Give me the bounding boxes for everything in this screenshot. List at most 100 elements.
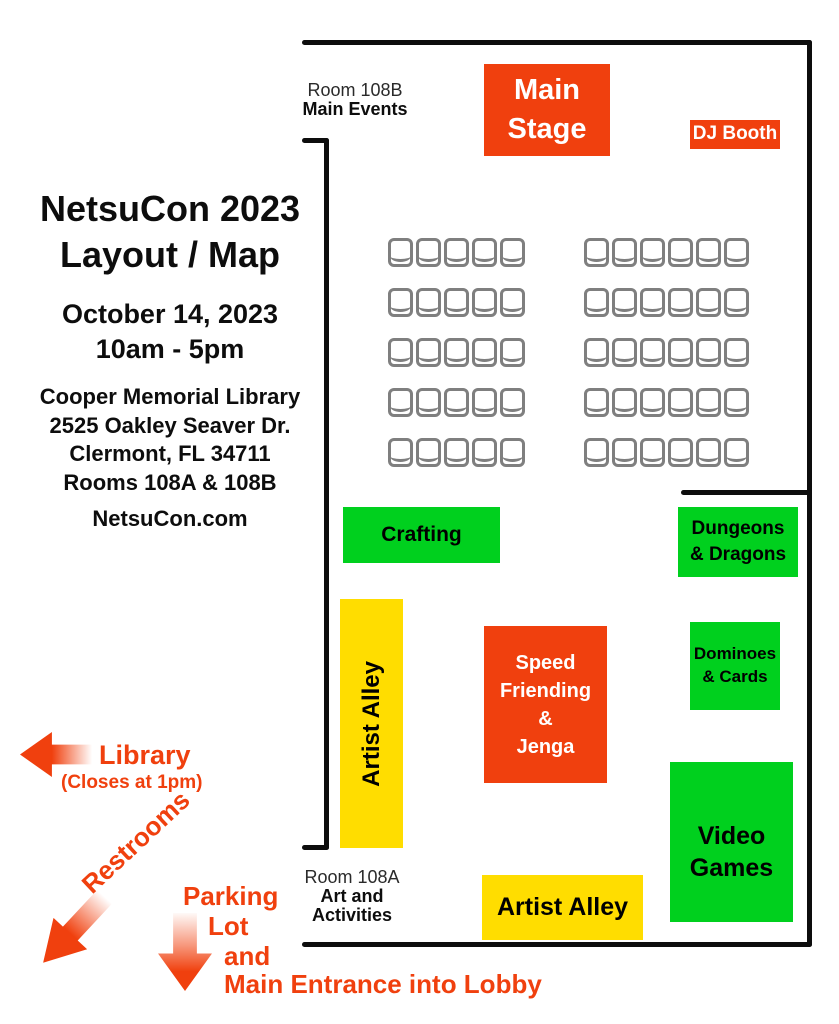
dominoes-label-line2: & Cards: [702, 667, 768, 686]
chair-icon: [668, 288, 693, 317]
chair-icon: [416, 238, 441, 267]
chair-icon: [444, 288, 469, 317]
main-stage-area: Main Stage: [484, 64, 610, 156]
chair-icon: [388, 438, 413, 467]
chair-icon: [472, 238, 497, 267]
wall-left-stub-top: [302, 138, 329, 143]
library-label: Library: [99, 740, 191, 770]
chair-icon: [444, 388, 469, 417]
chair-icon: [640, 338, 665, 367]
chair-icon: [584, 338, 609, 367]
chair-icon: [500, 438, 525, 467]
chair-icon: [416, 288, 441, 317]
chair-icon: [444, 238, 469, 267]
chair-icon: [388, 238, 413, 267]
room-108a-desc: Art and Activities: [311, 886, 393, 926]
chair-icon: [388, 388, 413, 417]
library-note: (Closes at 1pm): [61, 772, 203, 793]
chair-icon: [472, 388, 497, 417]
video-games-area: Video Games: [670, 762, 793, 922]
chair-icon: [612, 438, 637, 467]
entrance-label: Main Entrance into Lobby: [224, 969, 542, 999]
speed-friending-area: Speed Friending & Jenga: [484, 626, 607, 783]
parking-label-line1: Parking: [183, 881, 279, 911]
artist-alley-vertical-area: Artist Alley: [340, 599, 403, 848]
chair-icon: [696, 238, 721, 267]
chair-icon: [696, 338, 721, 367]
dungeons-label-line1: Dungeons: [691, 518, 785, 540]
chair-icon: [724, 388, 749, 417]
chair-icon: [500, 288, 525, 317]
chair-icon: [388, 338, 413, 367]
chair-icon: [696, 388, 721, 417]
parking-label-line3: and: [224, 941, 271, 971]
chair-icon: [724, 438, 749, 467]
chair-icon: [472, 288, 497, 317]
venue-name: Cooper Memorial Library: [39, 384, 301, 409]
event-title-line1: NetsuCon 2023: [39, 188, 301, 229]
wall-room-divider: [681, 490, 812, 495]
chair-icon: [416, 438, 441, 467]
video-games-label: Video Games: [689, 821, 774, 883]
dungeons-dragons-area: Dungeons & Dragons: [678, 507, 798, 577]
chair-icon: [668, 438, 693, 467]
event-title-line2: Layout / Map: [59, 234, 280, 276]
chair-icon: [444, 438, 469, 467]
event-date: October 14, 2023: [61, 299, 279, 329]
chair-icon: [696, 438, 721, 467]
library-arrow-icon: [20, 732, 96, 777]
speed-label-line4: Jenga: [516, 735, 575, 758]
dominoes-label-line1: Dominoes: [693, 644, 777, 664]
chair-icon: [500, 238, 525, 267]
room-108a-label: Room 108A Art and Activities: [303, 867, 401, 926]
wall-top: [302, 40, 812, 45]
chair-icon: [584, 438, 609, 467]
crafting-area: Crafting: [343, 507, 500, 563]
chair-icon: [584, 238, 609, 267]
artist-alley-vertical-label: Artist Alley: [357, 660, 385, 787]
main-stage-label: Main Stage: [507, 73, 587, 145]
chair-icon: [724, 238, 749, 267]
website: NetsuCon.com: [92, 506, 248, 531]
seating-right-block: [584, 238, 749, 467]
chair-icon: [640, 438, 665, 467]
event-datetime: October 14, 2023 10am - 5pm: [25, 297, 315, 367]
chair-icon: [584, 388, 609, 417]
artist-alley-bottom-label: Artist Alley: [496, 893, 629, 922]
wall-bottom: [302, 942, 812, 947]
event-time: 10am - 5pm: [95, 334, 245, 365]
chair-icon: [500, 338, 525, 367]
venue-address: Cooper Memorial Library 2525 Oakley Seav…: [25, 383, 315, 497]
dj-booth-area: DJ Booth: [690, 120, 780, 149]
room-108a-number: Room 108A: [304, 867, 400, 887]
chair-icon: [696, 288, 721, 317]
chair-icon: [500, 388, 525, 417]
chair-icon: [612, 338, 637, 367]
chair-icon: [472, 338, 497, 367]
dominoes-cards-area: Dominoes & Cards: [690, 622, 780, 710]
chair-icon: [724, 338, 749, 367]
chair-icon: [472, 438, 497, 467]
chair-icon: [612, 288, 637, 317]
speed-label-line2: Friending: [499, 679, 592, 702]
chair-icon: [724, 288, 749, 317]
chair-icon: [584, 288, 609, 317]
dj-booth-label: DJ Booth: [692, 123, 778, 145]
room-108b-desc: Main Events: [302, 99, 408, 120]
artist-alley-bottom-area: Artist Alley: [482, 875, 643, 940]
dungeons-label-line2: & Dragons: [689, 544, 787, 565]
chair-icon: [640, 388, 665, 417]
wall-left: [324, 138, 329, 850]
crafting-label: Crafting: [381, 523, 462, 547]
venue-city: Clermont, FL 34711: [69, 441, 271, 467]
chair-icon: [640, 238, 665, 267]
chair-icon: [668, 238, 693, 267]
wall-left-stub-bottom: [302, 845, 329, 850]
chair-icon: [416, 338, 441, 367]
chair-icon: [640, 288, 665, 317]
seating-left-block: [388, 238, 525, 467]
restrooms-label: Restrooms: [75, 784, 196, 900]
speed-label-line3: &: [538, 707, 553, 730]
chair-icon: [612, 388, 637, 417]
